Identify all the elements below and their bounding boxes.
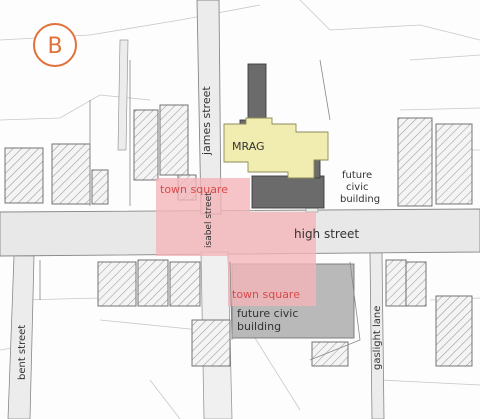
existing-buildings-north xyxy=(4,104,473,207)
plan-badge-letter: B xyxy=(47,34,62,59)
label-future-civic-north-2: civic xyxy=(346,182,368,193)
label-bent-street: bent street xyxy=(17,325,28,380)
label-future-civic-north-3: building xyxy=(340,194,380,205)
gaslight-lane-road xyxy=(369,252,385,419)
label-town-square-south: town square xyxy=(232,288,300,301)
mrag-building xyxy=(223,117,329,179)
label-gaslight-lane: gaslight lane xyxy=(372,306,383,370)
bent-street-road xyxy=(7,255,35,419)
north-lane-road xyxy=(117,39,129,151)
label-future-civic-south-2: building xyxy=(237,320,281,333)
label-future-civic-north-1: future xyxy=(342,170,372,181)
label-high-street: high street xyxy=(294,227,359,241)
label-future-civic-south-1: future civic xyxy=(237,307,298,320)
plot-boundaries xyxy=(39,59,361,361)
label-mrag: MRAG xyxy=(232,140,265,153)
label-town-square-north: town square xyxy=(160,183,228,196)
label-james-street: james street xyxy=(200,86,213,156)
town-square-zones xyxy=(156,178,316,306)
plan-badge-circle xyxy=(33,23,77,67)
label-isabel-street: isabel street xyxy=(204,192,214,248)
existing-buildings-south xyxy=(97,259,473,367)
